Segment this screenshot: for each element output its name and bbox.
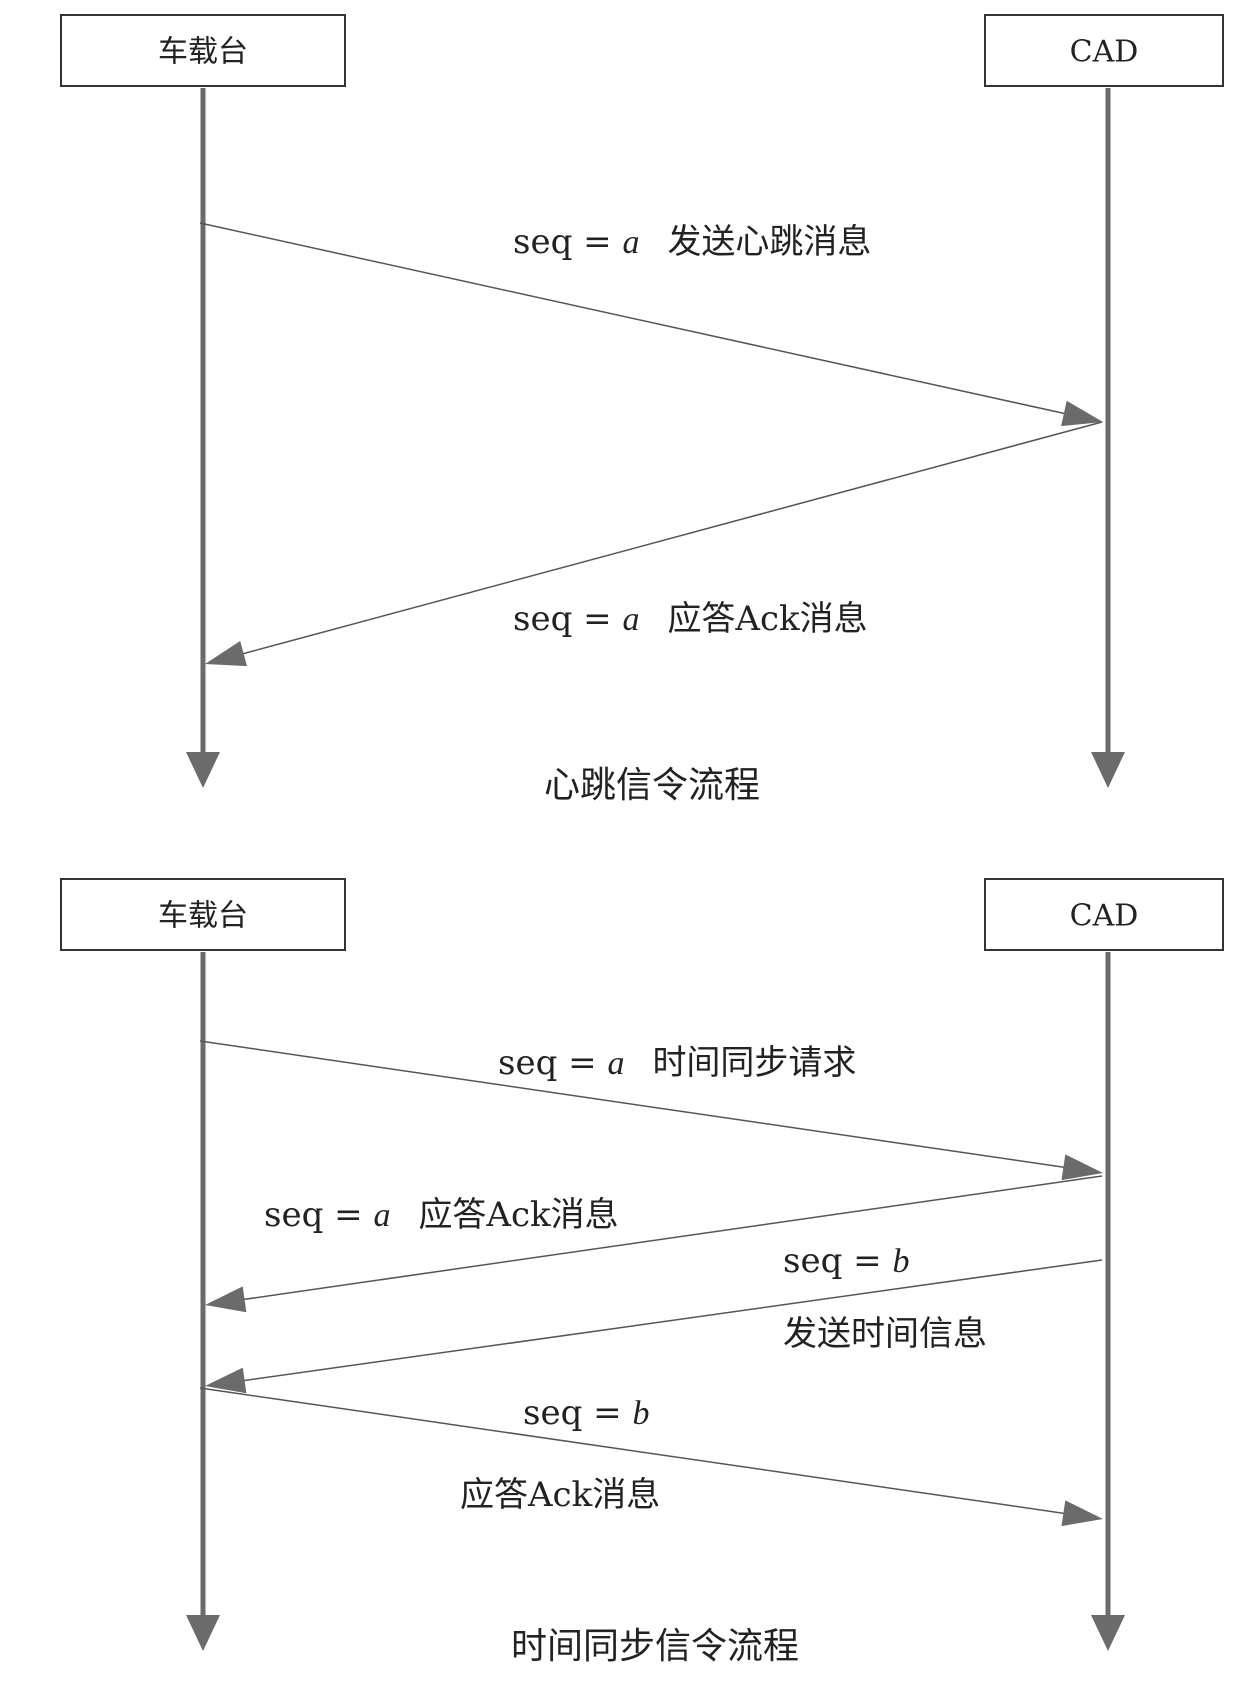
seq-variable: b <box>632 1395 649 1432</box>
participant-box <box>984 878 1224 951</box>
message-arrow-line <box>199 1040 1068 1169</box>
message-arrow-line <box>239 421 1103 656</box>
participant-left: 车载台 <box>60 878 346 1623</box>
seq-variable: a <box>622 224 639 261</box>
seq-variable: a <box>622 601 639 638</box>
seq-variable: a <box>607 1045 624 1082</box>
participant-label: 车载台 <box>158 35 248 70</box>
participant-left: 车载台 <box>60 14 346 760</box>
participant-box <box>60 878 346 951</box>
message-text: 应答Ack消息 <box>418 1195 618 1235</box>
message-text: 应答Ack消息 <box>667 599 867 639</box>
message-arrow-line <box>240 1175 1103 1301</box>
message-label: seq = a 发送心跳消息 <box>513 222 871 262</box>
lifeline-arrow-head <box>186 752 220 788</box>
message-2: seq = a 应答Ack消息 <box>205 421 1103 667</box>
message-arrow-line <box>199 1387 1068 1515</box>
lifeline-arrow-head <box>1091 752 1125 788</box>
message-arrow-head <box>205 641 247 667</box>
message-arrow-head <box>1061 1154 1103 1181</box>
message-3: seq = b 发送时间信息 <box>205 1241 1103 1394</box>
seq-prefix: seq = <box>513 222 622 262</box>
message-label: seq = b <box>523 1393 649 1433</box>
message-2: seq = a 应答Ack消息 <box>205 1175 1103 1313</box>
message-text: 应答Ack消息 <box>460 1475 660 1515</box>
message-label: seq = a 应答Ack消息 <box>513 599 868 639</box>
seq-prefix: seq = <box>523 1393 632 1433</box>
message-arrow-head <box>205 1367 247 1394</box>
seq-prefix: seq = <box>498 1043 607 1083</box>
message-arrow-head <box>1061 400 1103 427</box>
participant-label: 车载台 <box>158 899 248 934</box>
message-text: 时间同步请求 <box>652 1043 856 1083</box>
participant-box <box>984 14 1224 87</box>
message-text: 发送心跳消息 <box>667 222 871 262</box>
message-arrow-head <box>1061 1500 1103 1527</box>
diagram-caption: 时间同步信令流程 <box>511 1626 799 1667</box>
message-label: seq = a 时间同步请求 <box>498 1043 856 1083</box>
message-1: seq = a 发送心跳消息 <box>199 222 1103 427</box>
message-arrow-line <box>199 222 1069 415</box>
participant-right: CAD <box>984 878 1224 1623</box>
seq-variable: a <box>373 1197 390 1234</box>
message-label: seq = b <box>783 1241 909 1281</box>
seq-prefix: seq = <box>513 599 622 639</box>
participant-box <box>60 14 346 87</box>
message-arrow-line <box>240 1259 1103 1382</box>
diagram-caption: 心跳信令流程 <box>544 765 760 806</box>
message-4: seq = b 应答Ack消息 <box>199 1387 1103 1527</box>
lifeline-arrow-head <box>1091 1615 1125 1651</box>
message-arrow-head <box>205 1286 247 1313</box>
participant-label: CAD <box>1070 899 1139 934</box>
message-1: seq = a 时间同步请求 <box>199 1040 1103 1181</box>
lifeline-arrow-head <box>186 1615 220 1651</box>
participant-label: CAD <box>1070 35 1139 70</box>
message-label: seq = a 应答Ack消息 <box>264 1195 619 1235</box>
message-text: 发送时间信息 <box>783 1314 987 1354</box>
seq-prefix: seq = <box>264 1195 373 1235</box>
seq-variable: b <box>892 1243 909 1280</box>
participant-right: CAD <box>984 14 1224 760</box>
seq-prefix: seq = <box>783 1241 892 1281</box>
